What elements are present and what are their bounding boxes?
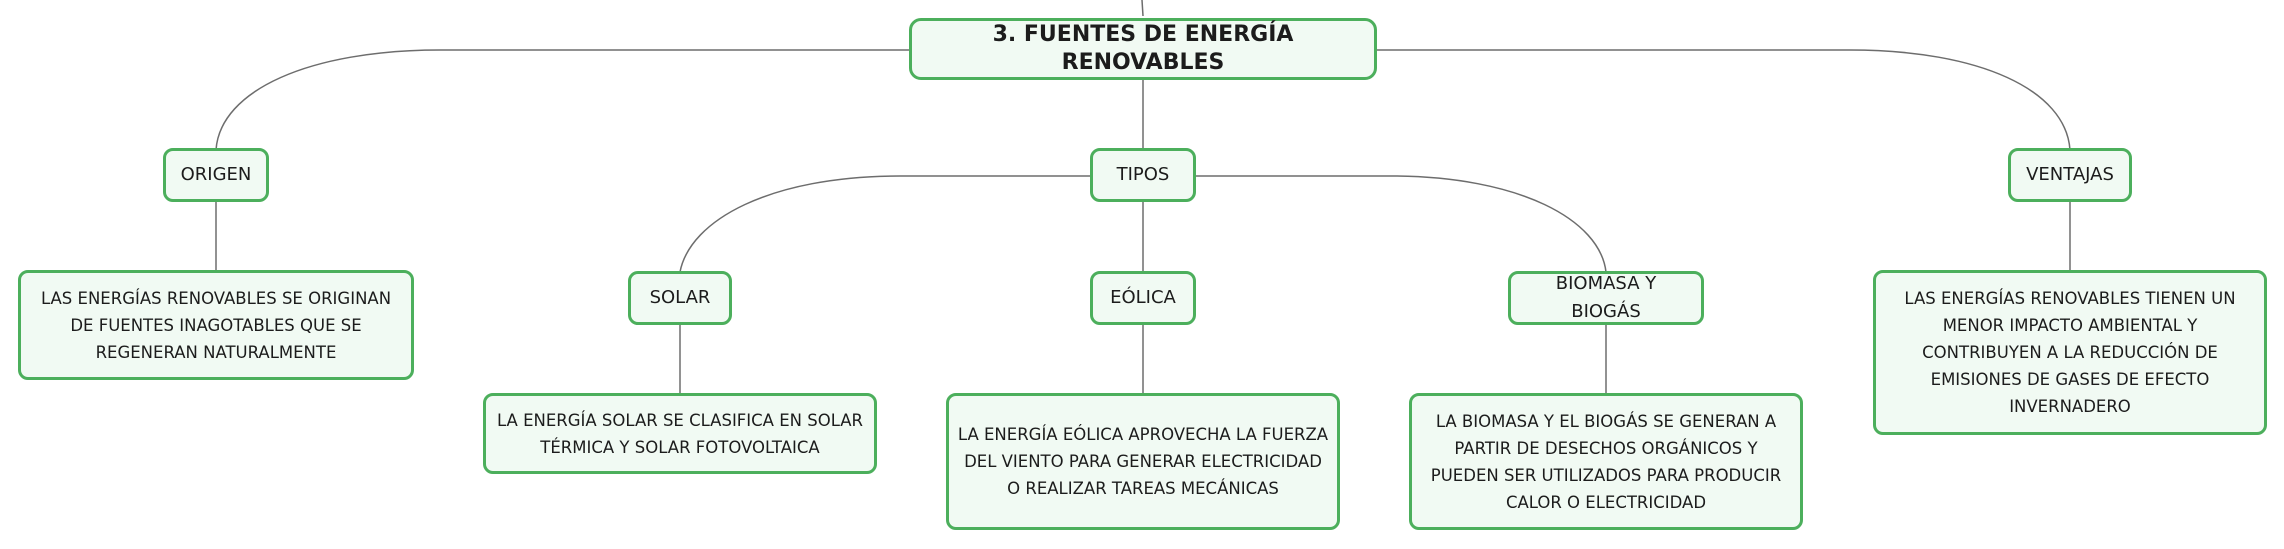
- branch-origen[interactable]: ORIGEN: [163, 148, 269, 202]
- leaf-eolica[interactable]: LA ENERGÍA EÓLICA APROVECHA LA FUERZA DE…: [946, 393, 1340, 530]
- leaf-origen[interactable]: LAS ENERGÍAS RENOVABLES SE ORIGINAN DE F…: [18, 270, 414, 380]
- edge-root-incoming: [1141, 0, 1144, 17]
- subtopic-biomasa-label: BIOMASA Y BIOGÁS: [1555, 273, 1657, 322]
- edge-tipos-solar: [679, 175, 1092, 273]
- branch-tipos[interactable]: TIPOS: [1090, 148, 1196, 202]
- edge-tipos-biomasa: [1194, 175, 1607, 273]
- subtopic-solar[interactable]: SOLAR: [628, 271, 732, 325]
- branch-tipos-label: TIPOS: [1116, 164, 1170, 185]
- leaf-ventajas-text: LAS ENERGÍAS RENOVABLES TIENEN UN MENOR …: [1904, 289, 2236, 416]
- subtopic-solar-label: SOLAR: [649, 287, 711, 308]
- root-node[interactable]: 3. FUENTES DE ENERGÍA RENOVABLES: [909, 18, 1377, 80]
- leaf-ventajas[interactable]: LAS ENERGÍAS RENOVABLES TIENEN UN MENOR …: [1873, 270, 2267, 435]
- branch-origen-label: ORIGEN: [180, 164, 252, 185]
- subtopic-eolica[interactable]: EÓLICA: [1090, 271, 1196, 325]
- leaf-biomasa[interactable]: LA BIOMASA Y EL BIOGÁS SE GENERAN A PART…: [1409, 393, 1803, 530]
- branch-ventajas-label: VENTAJAS: [2026, 164, 2114, 185]
- subtopic-eolica-label: EÓLICA: [1110, 287, 1176, 308]
- edge-root-origen: [215, 49, 910, 151]
- leaf-biomasa-text: LA BIOMASA Y EL BIOGÁS SE GENERAN A PART…: [1430, 411, 1782, 512]
- root-label: 3. FUENTES DE ENERGÍA RENOVABLES: [992, 22, 1294, 75]
- branch-ventajas[interactable]: VENTAJAS: [2008, 148, 2132, 202]
- edge-root-ventajas: [1376, 49, 2071, 151]
- leaf-origen-text: LAS ENERGÍAS RENOVABLES SE ORIGINAN DE F…: [40, 288, 392, 362]
- leaf-solar-text: LA ENERGÍA SOLAR SE CLASIFICA EN SOLAR T…: [496, 410, 864, 457]
- subtopic-biomasa[interactable]: BIOMASA Y BIOGÁS: [1508, 271, 1704, 325]
- leaf-solar[interactable]: LA ENERGÍA SOLAR SE CLASIFICA EN SOLAR T…: [483, 393, 877, 474]
- leaf-eolica-text: LA ENERGÍA EÓLICA APROVECHA LA FUERZA DE…: [957, 425, 1329, 498]
